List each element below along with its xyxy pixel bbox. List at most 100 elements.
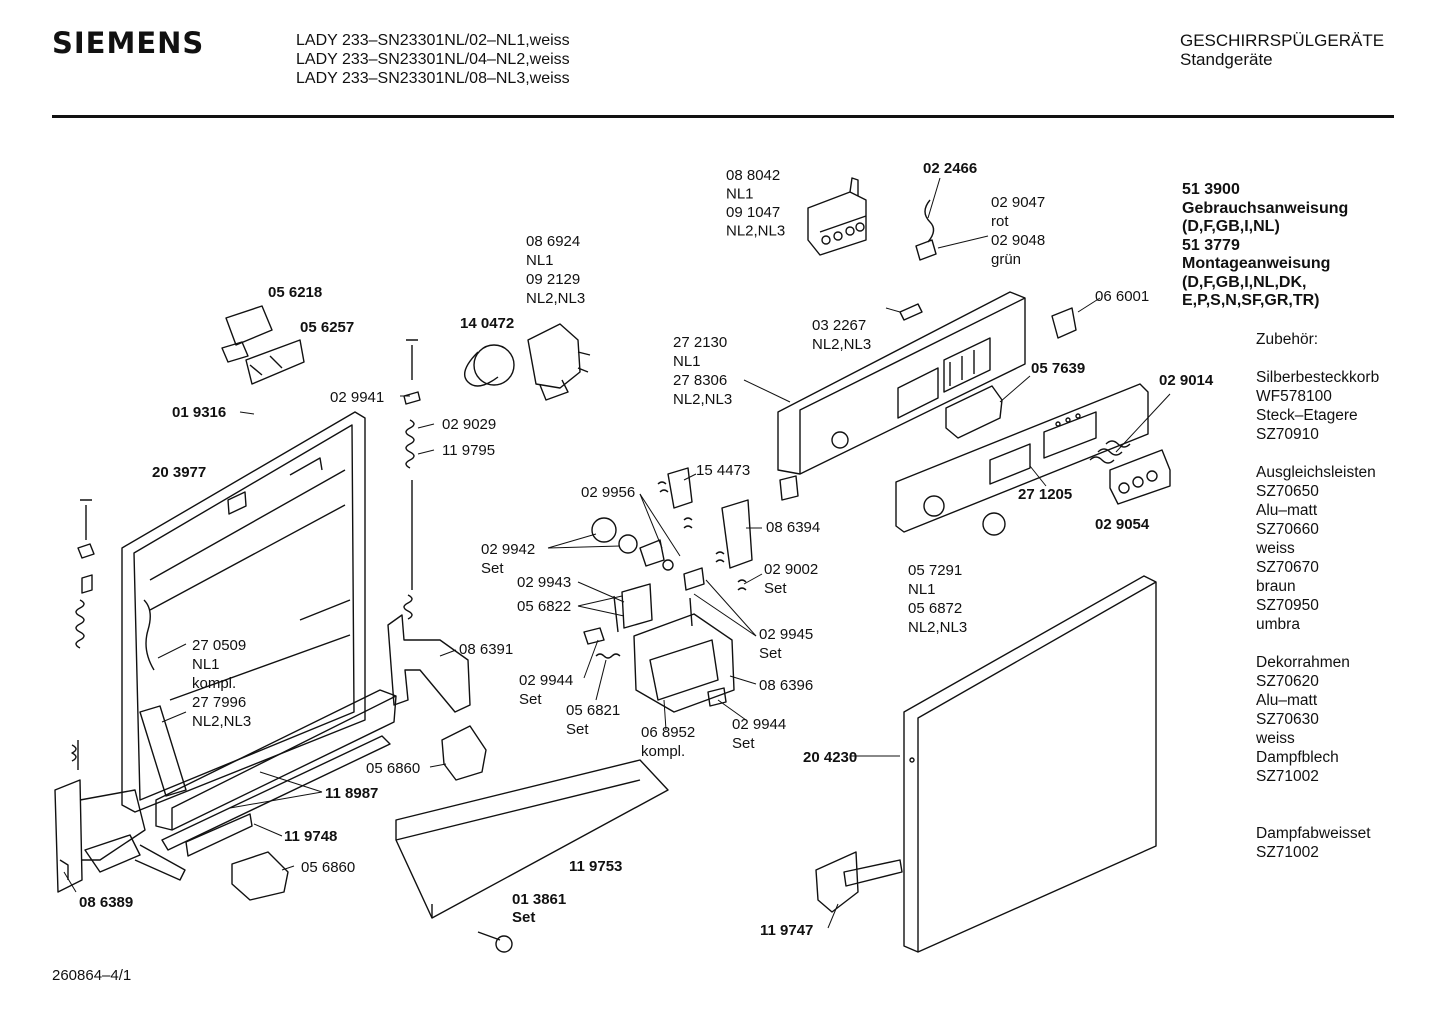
part-label-029054: 02 9054 [1095, 516, 1150, 533]
accessories-list: Zubehör: Silberbesteckkorb WF578100 Stec… [1256, 330, 1379, 862]
accessory-line: Alu–matt [1256, 502, 1318, 519]
accessory-line: Dekorrahmen [1256, 654, 1350, 671]
brand-logo: SIEMENS [52, 26, 205, 60]
documentation-list: 51 3900 Gebrauchsanweisung (D,F,GB,I,NL)… [1182, 181, 1348, 311]
door-inner-frame-drawing [121, 411, 366, 813]
part-label-022466: 02 2466 [923, 160, 977, 177]
accessory-line: WF578100 [1256, 388, 1332, 405]
accessory-line: Ausgleichsleisten [1256, 464, 1376, 481]
part-label-154473: 15 4473 [696, 462, 750, 479]
part-label-057639: 05 7639 [1031, 360, 1085, 377]
doc-line: E,P,S,N,SF,GR,TR) [1182, 292, 1320, 309]
foot-lower-drawing [231, 851, 289, 901]
left-hinge-drawing [54, 499, 186, 893]
part-label-119753: 11 9753 [569, 858, 622, 875]
model-line: LADY 233–SN23301NL/02–NL1,weiss [296, 32, 570, 49]
kickplate-drawing [395, 759, 669, 919]
accessory-line: braun [1256, 578, 1296, 595]
header-divider [52, 115, 1394, 118]
foot-bracket-drawing [815, 851, 903, 913]
part-label-029943: 02 9943 [517, 574, 571, 591]
part-label-086394: 08 6394 [766, 519, 820, 536]
accessories-title: Zubehör: [1256, 331, 1319, 348]
part-label-056257: 05 6257 [300, 319, 354, 336]
outer-door-panel-drawing [903, 575, 1157, 953]
part-label-086389: 08 6389 [79, 894, 133, 911]
part-label-019316: 01 9316 [172, 404, 226, 421]
accessory-line: Silberbesteckkorb [1256, 369, 1380, 386]
doc-line: Montageanweisung [1182, 255, 1331, 272]
control-panel-drawing [895, 383, 1149, 533]
doc-line: (D,F,GB,I,NL) [1182, 218, 1280, 235]
fascia-panel-drawing [777, 291, 1026, 501]
part-label-056218: 05 6218 [268, 284, 322, 301]
door-catch-drawing [221, 305, 305, 385]
push-buttons-drawing [1089, 440, 1171, 505]
part-label-029029: 02 9029 [442, 416, 496, 433]
part-label-271205: 27 1205 [1018, 486, 1072, 503]
terminal-block-drawing [807, 177, 867, 256]
model-list: LADY 233–SN23301NL/02–NL1,weiss LADY 233… [296, 31, 570, 88]
part-label-204230: 20 4230 [803, 749, 857, 766]
foot-upper-drawing [441, 725, 487, 781]
part-label-029014: 02 9014 [1159, 372, 1214, 389]
screw-cap-drawing [477, 931, 513, 953]
part-label-056822: 05 6822 [517, 598, 571, 615]
doc-line: (D,F,GB,I,NL,DK, [1182, 273, 1307, 291]
accessory-line: SZ70650 [1256, 483, 1319, 500]
accessory-line: Dampfabweisset [1256, 825, 1371, 842]
part-label-029941: 02 9941 [330, 389, 384, 406]
part-label-203977: 20 3977 [152, 464, 206, 481]
indicator-lamp-drawing [915, 199, 937, 261]
cover-cap-drawing [1051, 307, 1077, 339]
category-title: GESCHIRRSPÜLGERÄTE [1180, 31, 1385, 50]
part-label-140472: 14 0472 [460, 315, 514, 332]
part-label-119795: 11 9795 [442, 442, 495, 459]
accessory-line: SZ70620 [1256, 673, 1319, 690]
selector-knob-drawing [982, 512, 1006, 536]
part-label-086391: 08 6391 [459, 641, 513, 658]
category-subtitle: Standgeräte [1180, 50, 1273, 69]
category-block: GESCHIRRSPÜLGERÄTE Standgeräte [1180, 31, 1384, 69]
doc-line: Gebrauchsanweisung [1182, 199, 1349, 217]
accessory-line: Steck–Etagere [1256, 407, 1358, 424]
accessory-line: weiss [1256, 730, 1295, 747]
accessory-line: weiss [1256, 540, 1295, 557]
model-line: LADY 233–SN23301NL/08–NL3,weiss [296, 70, 570, 87]
accessory-line: Alu–matt [1256, 692, 1318, 709]
door-seal-strips-drawing [139, 599, 397, 857]
accessory-line: SZ70630 [1256, 711, 1319, 728]
right-spring-bracket-drawing [387, 339, 471, 713]
accessory-line: SZ70910 [1256, 426, 1319, 443]
accessory-line: SZ70660 [1256, 521, 1319, 538]
part-label-118987: 11 8987 [325, 785, 378, 802]
drawing-code: 260864–4/1 [52, 967, 132, 984]
part-label-119748: 11 9748 [284, 828, 337, 845]
part-label-119747: 11 9747 [760, 922, 813, 939]
part-label-086396: 08 6396 [759, 677, 813, 694]
part-label-056860-upper: 05 6860 [366, 760, 420, 777]
accessory-line: SZ71002 [1256, 844, 1319, 861]
model-line: LADY 233–SN23301NL/04–NL2,weiss [296, 51, 570, 68]
timer-drawing [464, 323, 591, 401]
handle-drawing [945, 385, 1003, 439]
accessory-line: Dampfblech [1256, 749, 1339, 766]
doc-line: 51 3900 [1182, 181, 1240, 198]
part-label-056860-lower: 05 6860 [301, 859, 355, 876]
